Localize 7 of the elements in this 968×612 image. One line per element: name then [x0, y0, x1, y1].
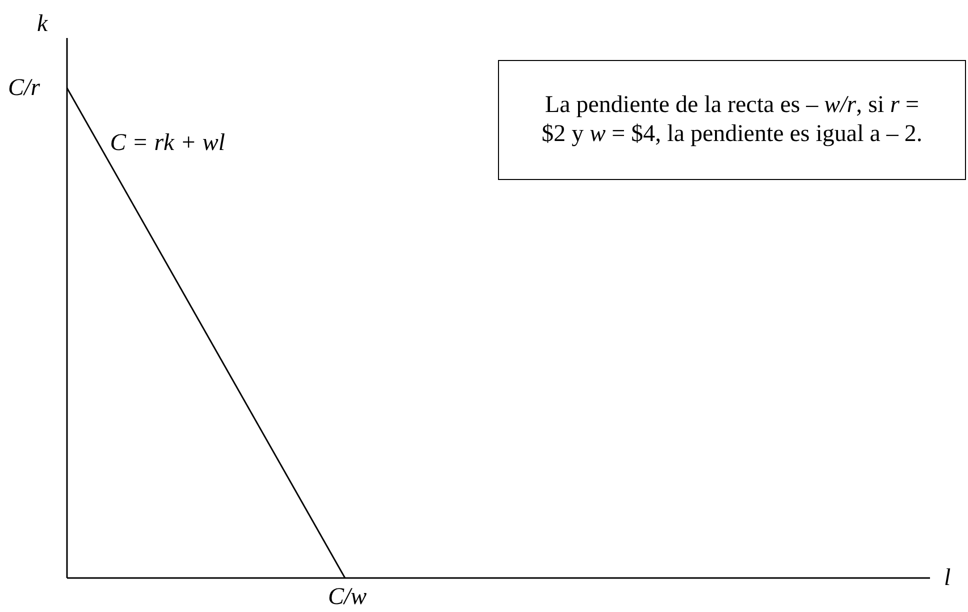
axis-label: l	[944, 566, 951, 590]
note-box	[498, 60, 966, 180]
intercept-label: C/w	[328, 585, 367, 609]
intercept-label: C/r	[8, 76, 40, 100]
axis-label: k	[37, 12, 48, 36]
equation-label: C = rk + wl	[110, 131, 226, 155]
note-text: La pendiente de la recta es – w/r, si r = $2 y w = $4, la pendiente es igual a – 2.	[540, 91, 924, 149]
